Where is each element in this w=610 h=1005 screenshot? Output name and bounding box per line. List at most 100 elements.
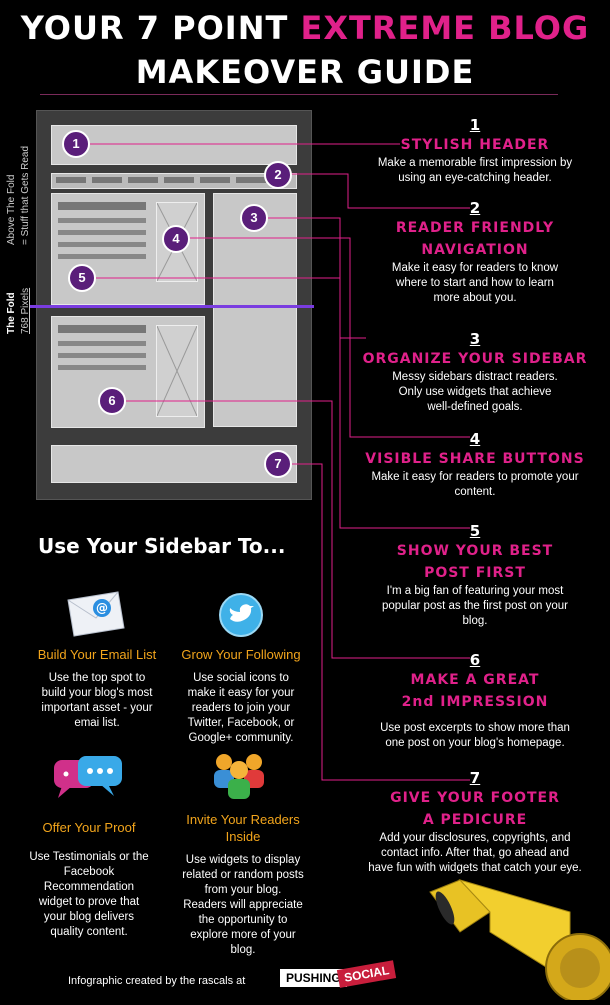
wireframe-post-2 — [51, 316, 205, 428]
brand-pushing: PUSHING — [280, 969, 347, 987]
hair-dryer-icon — [420, 872, 610, 1005]
email-envelope-icon: @ — [62, 588, 126, 643]
step-5: 5 SHOW YOUR BEST POST FIRST I'm a big fa… — [345, 522, 605, 629]
step-desc-line: Add your disclosures, copyrights, and — [379, 832, 571, 844]
step-7: 7 GIVE YOUR FOOTER A PEDICURE Add your d… — [345, 769, 605, 876]
title-white-text: YOUR 7 POINT — [20, 9, 301, 47]
wireframe-image-placeholder — [156, 325, 198, 417]
tip-desc-line: widget to prove that — [38, 896, 140, 908]
fold-line — [30, 305, 314, 308]
tip-desc-line: from your blog. — [204, 884, 282, 896]
tip-desc-line: quality content. — [50, 926, 128, 938]
step-heading: A PEDICURE — [422, 812, 528, 828]
footer-credit: Infographic created by the rascals at — [68, 975, 246, 987]
tip-label: Inside — [225, 829, 261, 844]
tip-label: Offer Your Proof — [42, 820, 136, 835]
step-heading: MAKE A GREAT — [410, 672, 540, 688]
title-divider — [40, 94, 558, 95]
tip-desc-line: Use social icons to — [193, 672, 289, 684]
step-number: 7 — [469, 769, 481, 787]
title-line-2: MAKEOVER GUIDE — [135, 53, 475, 91]
marker-1: 1 — [62, 130, 90, 158]
tip-desc-line: emai list. — [74, 717, 120, 729]
step-heading: 2nd IMPRESSION — [401, 694, 549, 710]
marker-2: 2 — [264, 161, 292, 189]
step-heading: STYLISH HEADER — [400, 137, 550, 153]
wireframe-footer — [51, 445, 297, 483]
step-number: 6 — [469, 651, 481, 669]
tip-label: Grow Your Following — [181, 647, 301, 662]
step-heading: POST FIRST — [424, 565, 526, 581]
step-desc-line: Use post excerpts to show more than — [380, 722, 570, 734]
svg-text:@: @ — [96, 601, 108, 615]
step-desc-line: one post on your blog's homepage. — [385, 737, 565, 749]
marker-5: 5 — [68, 264, 96, 292]
wireframe-nav — [51, 173, 297, 189]
twitter-bird-icon — [218, 592, 264, 643]
tip-desc-line: Twitter, Facebook, or — [187, 717, 295, 729]
tip-desc-line: important asset - your — [41, 702, 153, 714]
step-heading: ORGANIZE YOUR SIDEBAR — [362, 351, 588, 367]
step-desc-line: Messy sidebars distract readers. — [392, 371, 558, 383]
step-6: 6 MAKE A GREAT 2nd IMPRESSION Use post e… — [345, 651, 605, 751]
tip-desc-line: Google+ community. — [188, 732, 294, 744]
step-number: 4 — [469, 430, 481, 448]
step-heading: GIVE YOUR FOOTER — [390, 790, 560, 806]
tip-label: Invite Your Readers — [186, 812, 300, 827]
speech-bubbles-icon — [52, 752, 126, 813]
step-4: 4 VISIBLE SHARE BUTTONS Make it easy for… — [345, 430, 605, 500]
above-fold-label-2: = Stuff that Gets Read — [20, 145, 31, 245]
step-number: 1 — [469, 116, 481, 134]
step-desc-line: have fun with widgets that catch your ey… — [368, 862, 582, 874]
tip-desc-line: the opportunity to — [198, 914, 288, 926]
tip-desc-line: build your blog's most — [41, 687, 153, 699]
step-desc-line: Make it easy for readers to know — [391, 262, 559, 274]
step-desc-line: using an eye-catching header. — [398, 172, 552, 184]
step-2: 2 READER FRIENDLY NAVIGATION Make it eas… — [345, 199, 605, 306]
title-pink-text: EXTREME BLOG — [300, 9, 590, 47]
step-number: 2 — [469, 199, 481, 217]
step-desc-line: I'm a big fan of featuring your most — [386, 585, 564, 597]
brand-social: SOCIAL — [336, 960, 397, 988]
tip-desc-line: Facebook — [63, 866, 115, 878]
fold-label: The Fold — [6, 292, 17, 334]
wireframe-header — [51, 125, 297, 165]
step-desc-line: Make it easy for readers to promote your — [371, 471, 579, 483]
tip-grow-following: Grow Your Following Use social icons to … — [166, 646, 316, 746]
step-heading: VISIBLE SHARE BUTTONS — [365, 451, 585, 467]
tip-invite-readers: Invite Your Readers Inside Use widgets t… — [168, 811, 318, 958]
step-number: 3 — [469, 330, 481, 348]
step-desc-line: well-defined goals. — [427, 401, 523, 413]
fold-label-1: The Fold — [6, 292, 17, 334]
tip-desc-line: explore more of your — [190, 929, 296, 941]
people-group-icon — [204, 748, 274, 809]
tip-desc-line: blog. — [230, 944, 256, 956]
tip-desc-line: related or random posts — [182, 869, 304, 881]
tip-desc-line: Readers will appreciate — [183, 899, 303, 911]
tip-desc-line: Use widgets to display — [185, 854, 301, 866]
step-heading: READER FRIENDLY — [395, 220, 555, 236]
tip-desc-line: make it easy for your — [187, 687, 295, 699]
above-fold-label: Above The Fold — [6, 175, 17, 245]
tip-desc-line: Recommendation — [43, 881, 135, 893]
marker-4: 4 — [162, 225, 190, 253]
fold-label-2: 768 Pixels — [20, 287, 31, 334]
step-desc-line: popular post as the first post on your — [381, 600, 569, 612]
step-1: 1 STYLISH HEADER Make a memorable first … — [345, 116, 605, 186]
tip-label: Build Your Email List — [37, 647, 157, 662]
step-desc-line: blog. — [462, 615, 488, 627]
above-fold-label-1: Above The Fold — [6, 174, 17, 245]
step-desc-line: more about you. — [433, 292, 517, 304]
step-desc-line: contact info. After that, go ahead and — [381, 847, 569, 859]
fold-pixels-label: 768 Pixels — [20, 288, 31, 334]
title-line-1: YOUR 7 POINT EXTREME BLOG — [0, 8, 610, 48]
tip-desc-line: your blog delivers — [43, 911, 135, 923]
tip-offer-proof: Offer Your Proof Use Testimonials or the… — [14, 819, 164, 940]
tip-desc-line: Use Testimonials or the — [29, 851, 149, 863]
tip-desc-line: Use the top spot to — [48, 672, 146, 684]
marker-7: 7 — [264, 450, 292, 478]
step-heading: SHOW YOUR BEST — [396, 543, 554, 559]
step-heading: NAVIGATION — [421, 242, 529, 258]
step-3: 3 ORGANIZE YOUR SIDEBAR Messy sidebars d… — [345, 330, 605, 415]
step-number: 5 — [469, 522, 481, 540]
